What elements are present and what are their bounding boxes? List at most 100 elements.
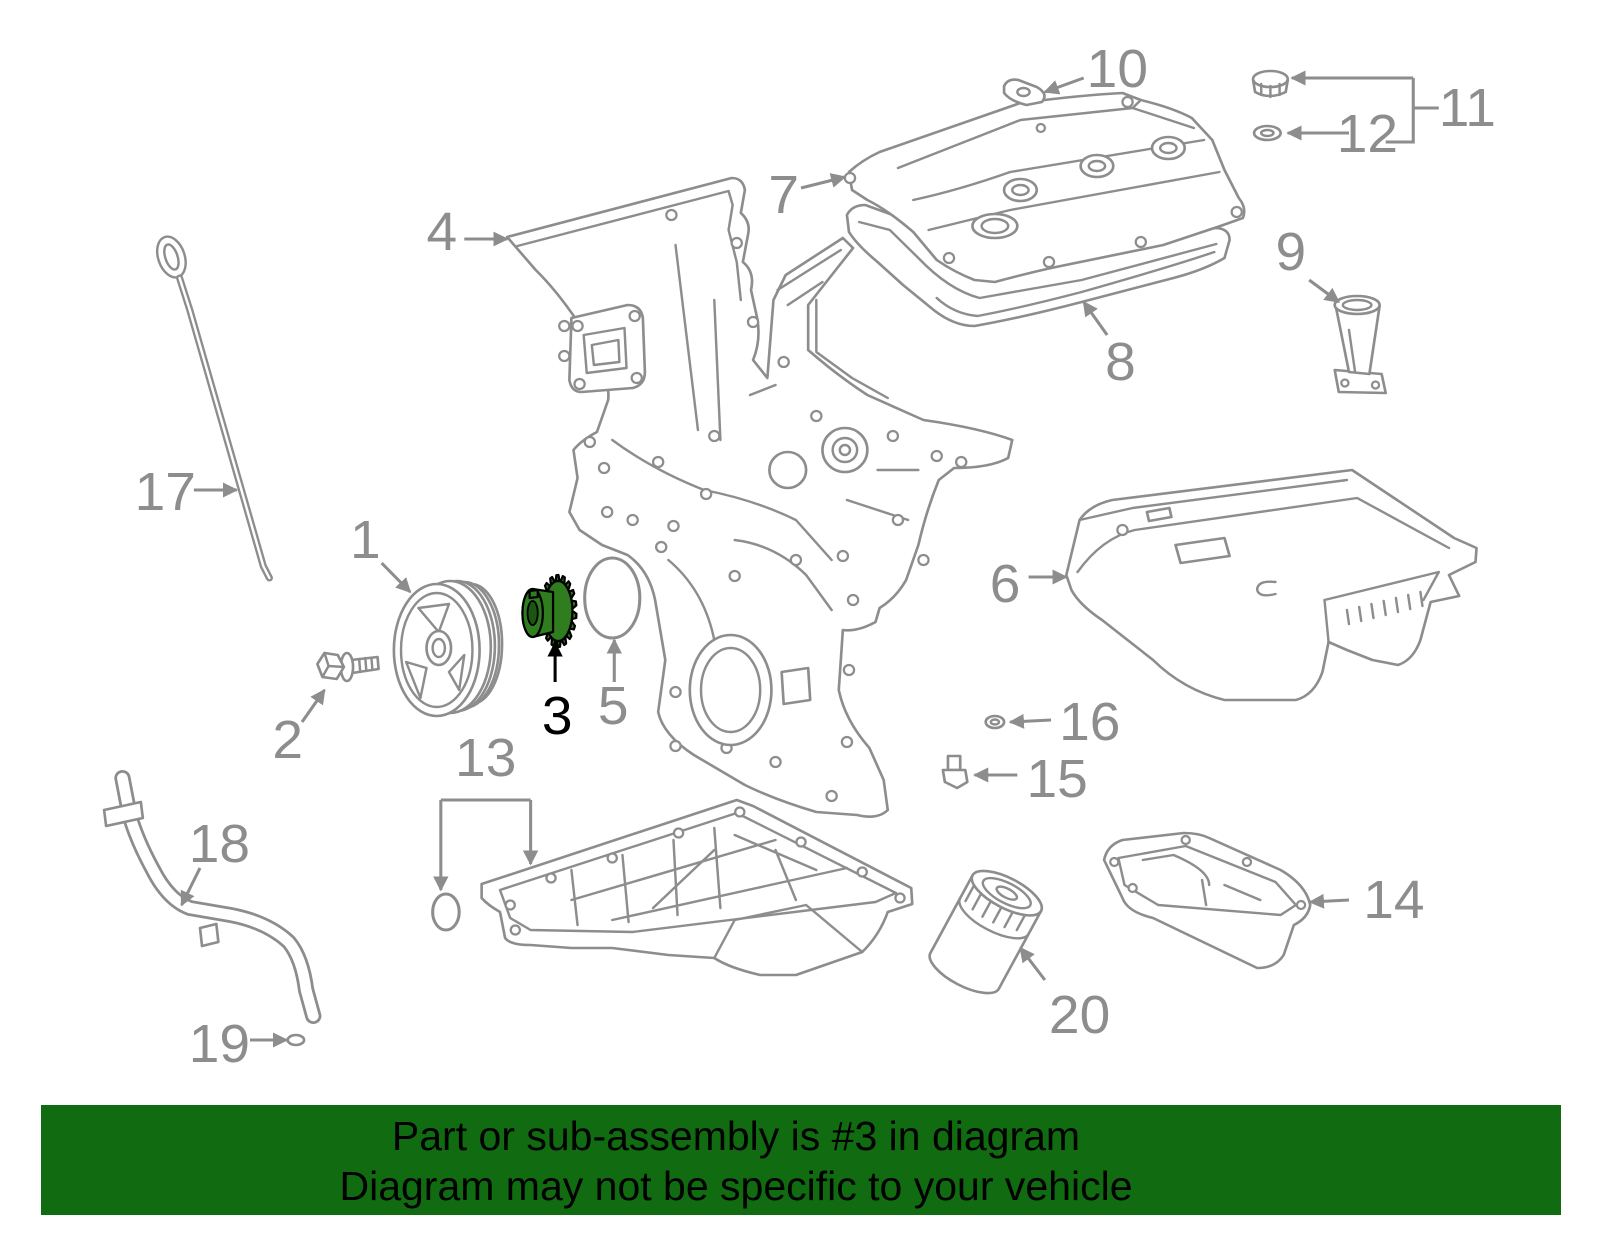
callout-18: 18 xyxy=(189,813,250,873)
callout-11-bracket xyxy=(1385,78,1439,144)
pulley-front-ring xyxy=(399,591,474,709)
valve-cover-ridge xyxy=(896,98,1221,232)
lower-oil-pan-outline xyxy=(1102,831,1312,970)
part-13-o-ring xyxy=(431,892,461,932)
part-13-upper-oil-pan xyxy=(480,798,914,977)
banner-line-part-number: Part or sub-assembly is #3 in diagram xyxy=(391,1113,1081,1159)
callout-4: 4 xyxy=(427,201,458,261)
banner-text: Part or sub-assembly is #3 in diagram Di… xyxy=(41,1111,1431,1211)
sprocket-bore xyxy=(526,600,539,626)
upper-oil-pan-ribs xyxy=(570,826,864,960)
cam-seal-ring xyxy=(821,426,869,474)
callout-9: 9 xyxy=(1275,221,1306,281)
banner-line-disclaimer: Diagram may not be specific to your vehi… xyxy=(339,1163,1133,1209)
crank-seal-inner xyxy=(699,646,762,734)
part-7-valve-cover xyxy=(843,91,1246,284)
callout-7-arrow xyxy=(800,173,847,190)
timing-cover-bolt-holes xyxy=(558,208,968,803)
callout-8-arrow xyxy=(1082,300,1109,336)
part-9-filler-neck xyxy=(1333,294,1388,395)
callout-17: 17 xyxy=(135,461,196,521)
washer-ring xyxy=(1252,124,1282,142)
valve-cover-boss-2-inner xyxy=(1087,159,1107,173)
part-19-o-ring xyxy=(286,1033,306,1047)
drain-plug-head xyxy=(941,768,969,790)
callout-16-arrow xyxy=(1008,713,1052,729)
callout-14-arrow xyxy=(1308,893,1350,909)
drain-washer-hole xyxy=(989,718,1001,726)
part-2-bolt xyxy=(316,651,380,683)
part-5-gasket-ring xyxy=(583,556,642,640)
filler-cap-top xyxy=(1251,69,1290,89)
callout-2-arrow xyxy=(300,688,326,723)
engine-cover-fastener xyxy=(1116,523,1129,537)
washer-hole xyxy=(1260,128,1275,138)
valve-cover-boss-3-inner xyxy=(1158,141,1178,155)
lower-oil-pan-bolt-holes xyxy=(1109,834,1307,911)
filler-cap-grip xyxy=(1260,82,1281,99)
water-pump-flange xyxy=(568,303,647,394)
callout-arrows xyxy=(180,70,1414,1048)
callout-numbers: 1 2 3 4 5 6 7 8 9 10 11 12 13 14 15 16 1… xyxy=(135,38,1496,1073)
callout-10-arrow xyxy=(1043,76,1085,95)
callout-10: 10 xyxy=(1087,38,1148,98)
dipstick-handle-inner xyxy=(163,243,180,271)
callout-12: 12 xyxy=(1337,103,1398,163)
filler-neck-mouth-inner xyxy=(1341,298,1373,312)
timing-cover-flange-line xyxy=(516,189,743,302)
bolt-threads xyxy=(357,656,374,674)
dipstick-blade-inner xyxy=(178,276,271,580)
oil-filter-top-recess xyxy=(981,876,1032,910)
water-pump-port xyxy=(582,326,628,375)
drain-washer-ring xyxy=(984,714,1006,730)
gasket-hole xyxy=(1016,86,1031,98)
valve-cover-boss-2 xyxy=(1079,153,1115,179)
part-10-gasket xyxy=(1002,78,1046,107)
callout-1: 1 xyxy=(350,509,381,569)
callout-20-arrow xyxy=(1019,946,1047,981)
drain-plug-thread xyxy=(946,754,962,772)
callout-3-selected: 3 xyxy=(542,685,573,745)
upper-oil-pan-bolt-holes xyxy=(504,806,906,936)
filler-neck-mouth xyxy=(1333,294,1381,316)
dipstick-tube-clip xyxy=(198,922,220,948)
crank-seal-opening xyxy=(688,633,773,747)
engine-front-rail xyxy=(776,248,889,400)
oil-filler-opening xyxy=(971,212,1019,240)
part-15-drain-plug xyxy=(941,754,969,790)
part-16-washer xyxy=(984,714,1006,730)
callout-14: 14 xyxy=(1363,869,1424,929)
oil-filter-center-hole xyxy=(995,885,1019,901)
dipstick-handle xyxy=(155,235,187,279)
valve-cover-gasket-inner xyxy=(857,220,1218,318)
engine-cover-logo xyxy=(1255,580,1277,597)
valve-cover-boss-3 xyxy=(1150,135,1187,161)
part-1-pulley xyxy=(392,579,504,718)
filler-neck-tube xyxy=(1334,304,1381,376)
pulley-bore xyxy=(431,637,447,659)
sprocket-keyway xyxy=(528,588,539,600)
callout-20: 20 xyxy=(1049,984,1110,1044)
part-20-oil-filter xyxy=(928,869,1044,995)
engine-cover-emblem-plate xyxy=(1174,536,1231,565)
filler-neck-flange-hole xyxy=(1370,380,1381,390)
callout-9-arrow xyxy=(1308,278,1340,304)
valve-cover-boss-1-inner xyxy=(1011,183,1030,197)
oil-filter-top xyxy=(970,869,1044,917)
pulley-hub xyxy=(425,629,453,667)
cam-seal-inner xyxy=(831,436,859,464)
filler-neck-flange-hole xyxy=(1340,378,1350,388)
filler-neck-rib xyxy=(1347,328,1357,374)
part-12-washer xyxy=(1252,124,1282,142)
part-4-timing-cover xyxy=(505,176,1014,818)
timing-cover-port xyxy=(768,450,808,490)
part-17-dipstick xyxy=(155,235,273,582)
lower-oil-pan-baffle xyxy=(1141,853,1262,907)
engine-cover-outline xyxy=(1065,468,1478,702)
engine-cover-vent-ribs xyxy=(1345,590,1424,626)
callout-1-arrow xyxy=(380,561,412,594)
gasket-outline xyxy=(1002,78,1046,107)
pulley-spoke-cutout xyxy=(404,602,466,700)
info-banner: Part or sub-assembly is #3 in diagram Di… xyxy=(41,1105,1561,1215)
